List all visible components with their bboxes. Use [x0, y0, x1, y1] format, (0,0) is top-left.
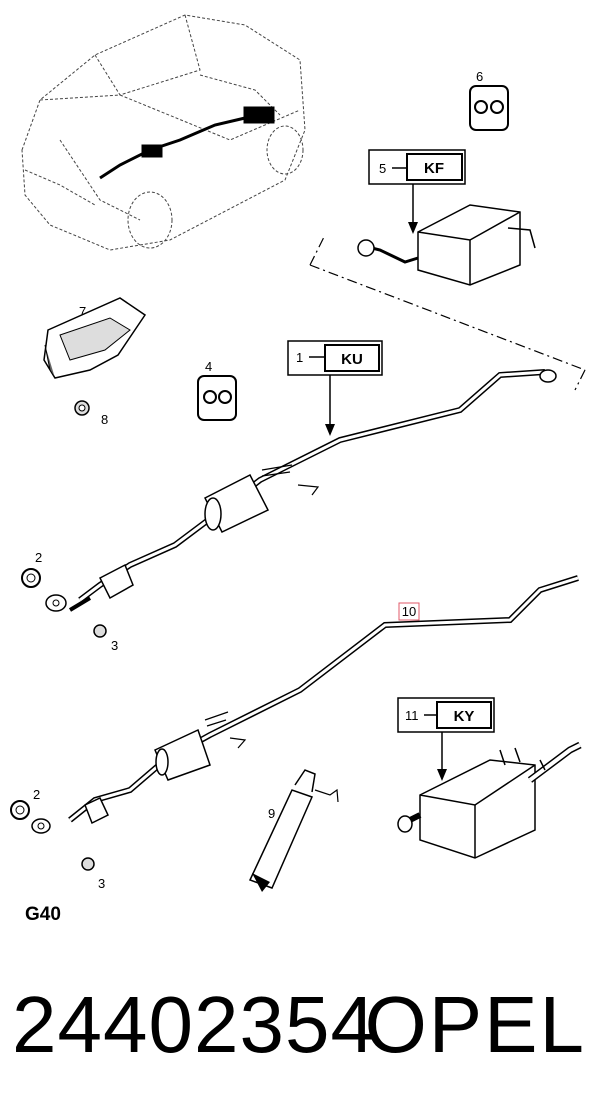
exhaust-parts-diagram: 6 5 KF 7 8	[10, 14, 586, 925]
callout-box-ku: 1 KU	[287, 340, 383, 436]
assembly-outline	[309, 234, 586, 391]
callout-7: 7	[79, 304, 86, 319]
rear-silencer-kf	[357, 204, 536, 286]
callout-box-ky: 11 KY	[397, 697, 495, 781]
rubber-hanger-part-4: 4	[197, 359, 237, 421]
callout-10: 10	[402, 604, 416, 619]
callout-5: 5	[379, 161, 386, 176]
rear-silencer-ky	[397, 741, 582, 859]
brand-name: OPEL	[364, 980, 586, 1069]
section-label: G40	[25, 904, 61, 925]
rubber-hanger-part-6: 6	[469, 69, 509, 131]
flange-lower	[31, 818, 51, 834]
callout-3a: 3	[111, 638, 118, 653]
nut-lower-part-3: 3	[81, 857, 105, 891]
callout-3b: 3	[98, 876, 105, 891]
callout-2b: 2	[33, 787, 40, 802]
flange-upper	[45, 594, 67, 612]
nut-upper-part-3: 3	[93, 624, 118, 653]
car-exhaust-highlight	[99, 106, 275, 180]
code-ku: KU	[341, 351, 363, 368]
callout-1: 1	[296, 350, 303, 365]
callout-8: 8	[101, 412, 108, 427]
callout-box-kf: 5 KF	[368, 149, 466, 234]
part-number: 24402354	[12, 980, 376, 1069]
heat-shield-part-7: 7	[43, 297, 147, 379]
callout-6: 6	[476, 69, 483, 84]
callout-11: 11	[405, 708, 419, 723]
code-ky: KY	[454, 708, 475, 725]
callout-9: 9	[268, 806, 275, 821]
gasket-lower-part-2: 2	[10, 787, 40, 820]
exhaust-assembly-upper	[68, 369, 557, 612]
callout-4: 4	[205, 359, 212, 374]
code-kf: KF	[424, 160, 444, 177]
gasket-upper-part-2: 2	[21, 550, 42, 588]
car-illustration	[21, 14, 306, 251]
exhaust-assembly-lower	[68, 575, 579, 825]
sealant-tube-part-9: 9	[248, 769, 339, 892]
callout-2a: 2	[35, 550, 42, 565]
nut-part-8: 8	[74, 400, 108, 427]
part-10-label: 10	[398, 602, 420, 621]
